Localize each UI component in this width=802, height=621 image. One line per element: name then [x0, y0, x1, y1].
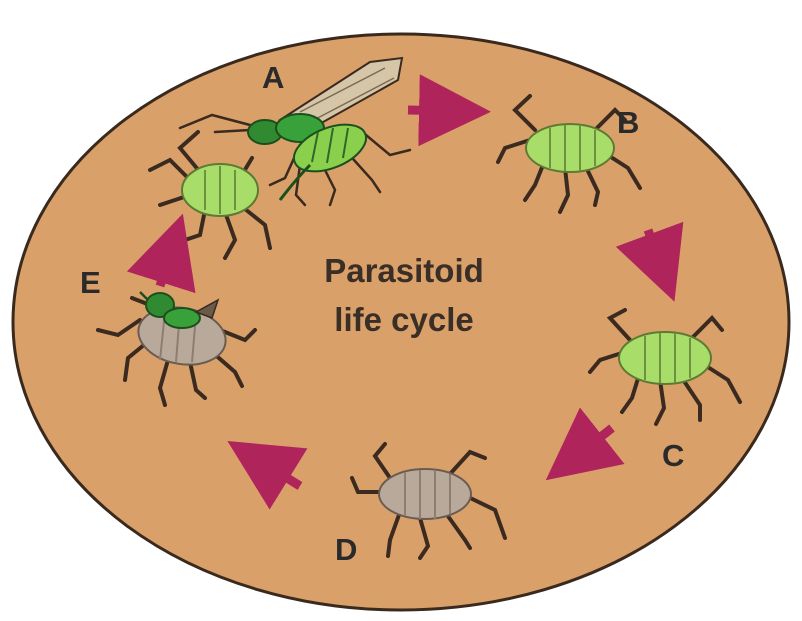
cycle-title-line-2: life cycle — [334, 301, 473, 338]
stage-b-label: B — [617, 105, 639, 140]
stage-a-label: A — [262, 60, 284, 95]
arrow-a-to-b — [408, 110, 455, 111]
cycle-title-line-1: Parasitoid — [324, 252, 484, 289]
stage-c-label: C — [662, 438, 684, 473]
stage-e-label: E — [80, 265, 101, 300]
stage-d-label: D — [335, 532, 357, 567]
